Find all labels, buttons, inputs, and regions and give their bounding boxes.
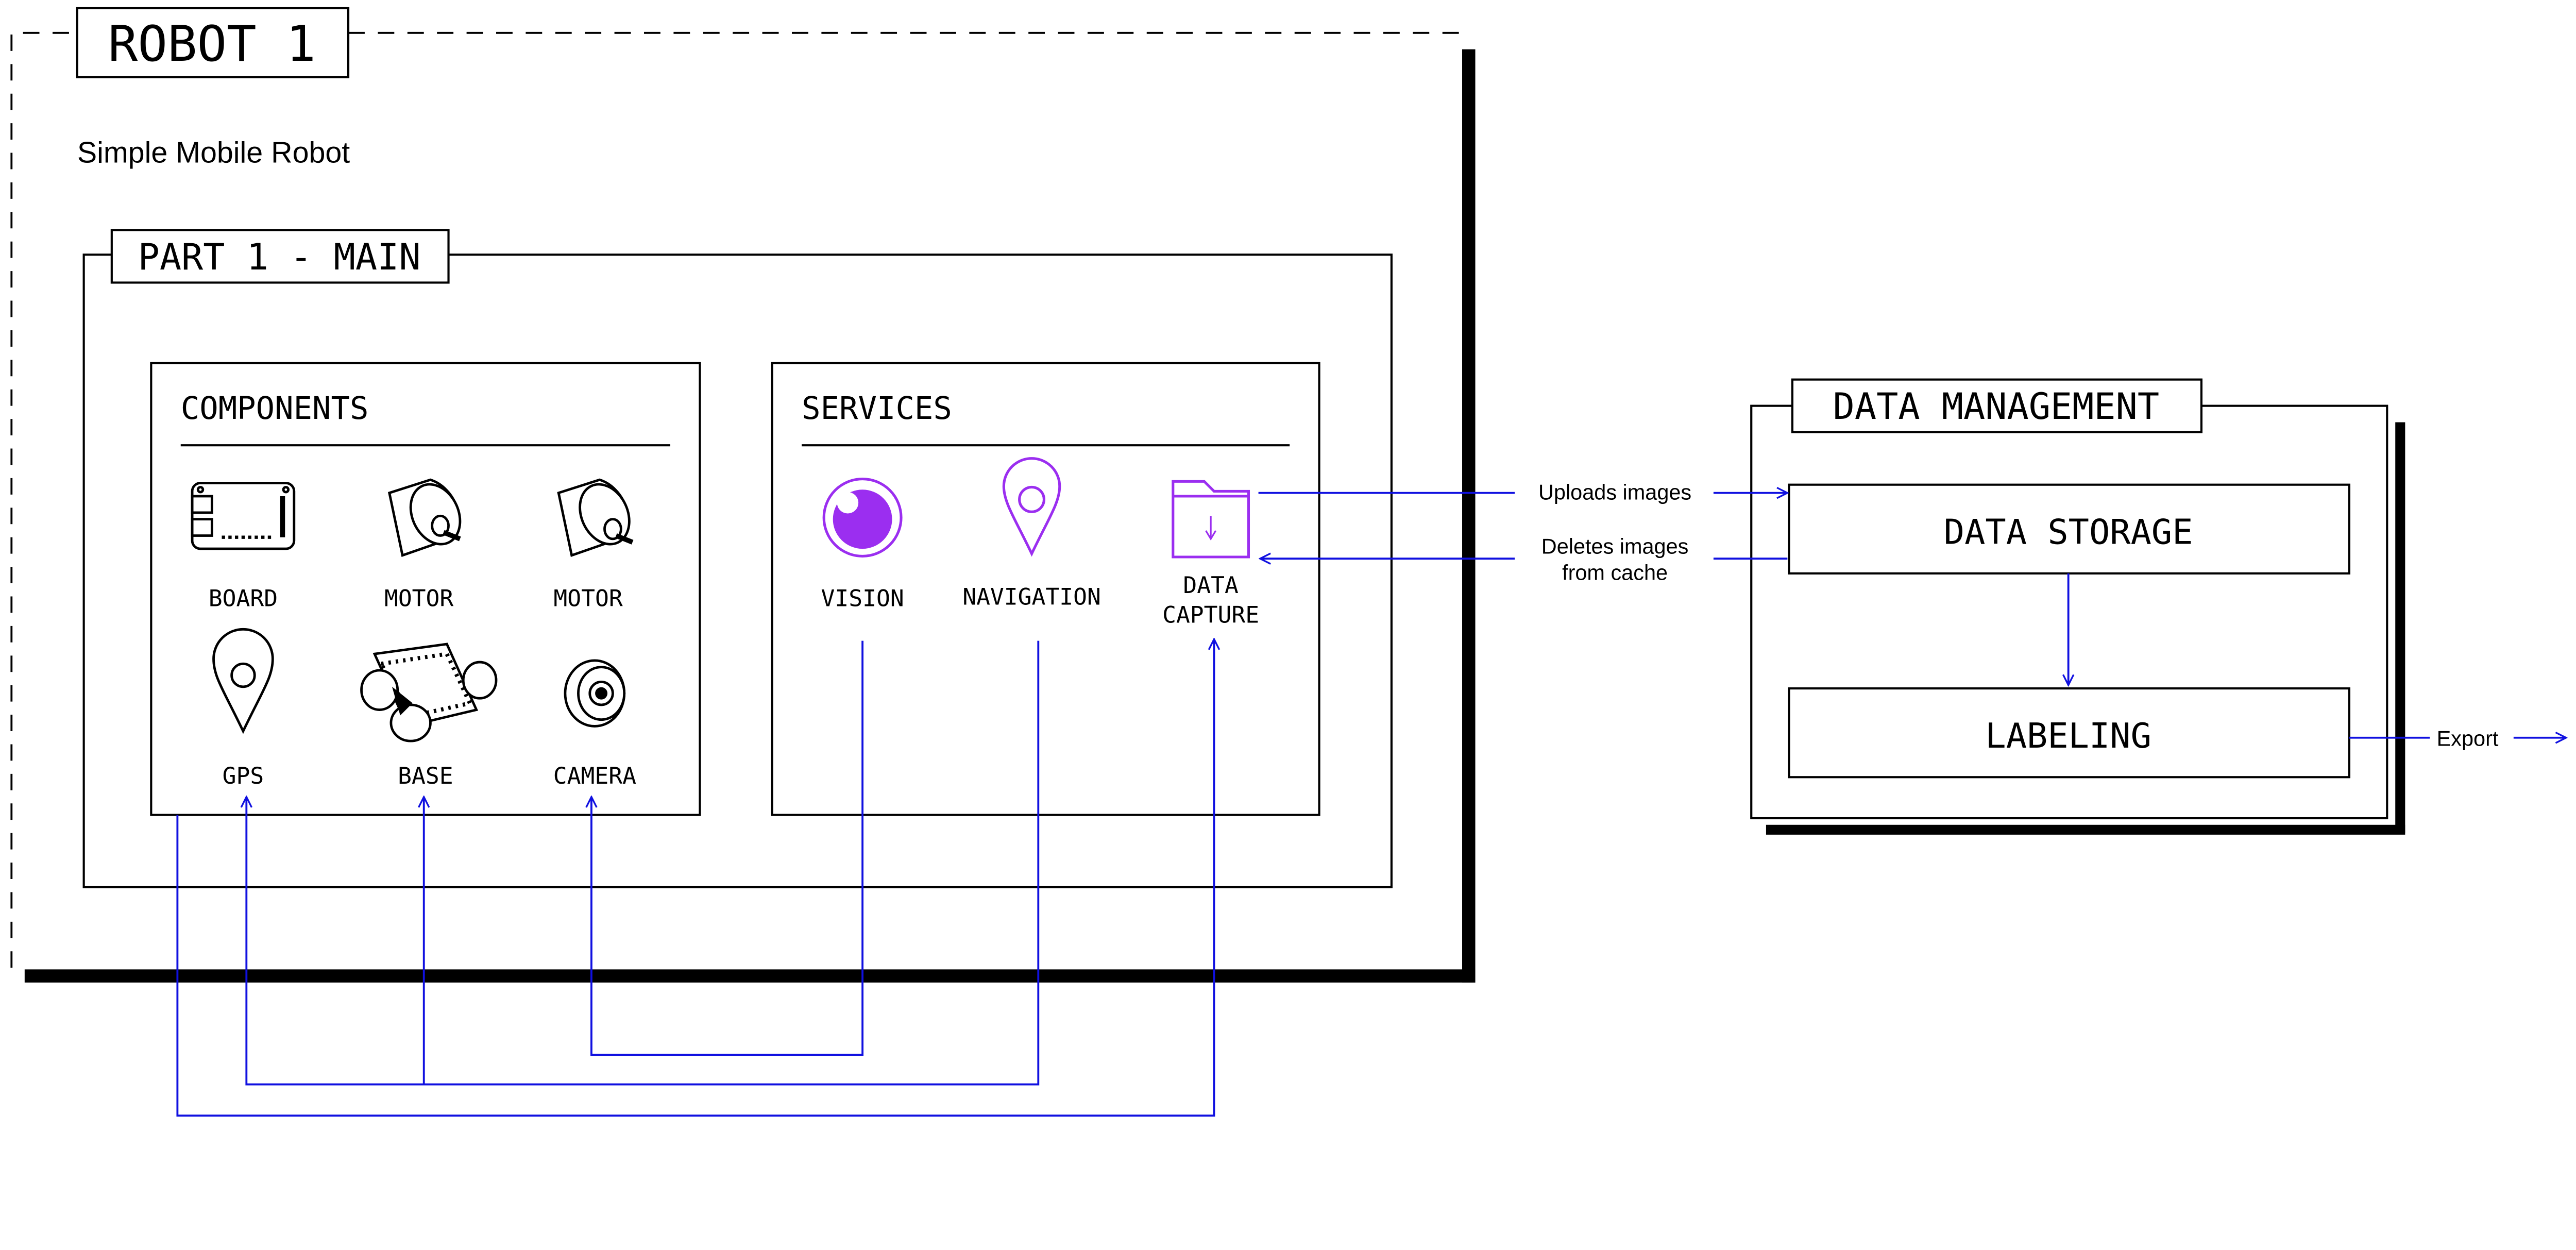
- motor-icon: [557, 478, 634, 557]
- robot-title-box: [76, 7, 350, 78]
- connectors: [176, 493, 2566, 1117]
- data-storage-label: DATA STORAGE: [1944, 512, 2193, 552]
- services-box: [771, 362, 1320, 816]
- vision-to-camera-connector: [591, 640, 864, 1056]
- robot-subtitle: Simple Mobile Robot: [77, 137, 350, 170]
- component-label-gps: GPS: [223, 763, 264, 789]
- service-label-data-capture: CAPTURE: [1162, 602, 1259, 629]
- camera-icon: [564, 659, 626, 728]
- robot-title: ROBOT 1: [108, 15, 316, 73]
- deletes-images-label: Deletes images: [1541, 534, 1689, 559]
- eye-icon: [822, 477, 903, 558]
- component-label-camera: CAMERA: [553, 763, 636, 789]
- components-title: COMPONENTS: [181, 391, 369, 427]
- components-to-data-capture-connector: [176, 639, 1214, 1117]
- part-title-box: [110, 229, 450, 284]
- data-storage-box: [1788, 483, 2351, 575]
- component-label-base: BASE: [398, 763, 453, 789]
- labeling-box: [1788, 687, 2351, 779]
- board-icon: [191, 482, 296, 550]
- data-management-title: DATA MANAGEMENT: [1833, 385, 2159, 428]
- data-management-panel: DATA MANAGEMENT DATA STORAGE LABELING: [1750, 378, 2405, 835]
- uploads-images-label: Uploads images: [1538, 480, 1691, 504]
- labeling-label: LABELING: [1985, 716, 2151, 756]
- gps-pin-icon: [212, 628, 274, 734]
- part-main: PART 1 - MAIN: [82, 229, 1393, 889]
- services-title: SERVICES: [802, 391, 952, 427]
- part-box: [82, 254, 1393, 889]
- deletes-images-label: from cache: [1562, 561, 1668, 585]
- component-label-motor: MOTOR: [384, 585, 453, 612]
- data-management-title-box: [1791, 378, 2203, 433]
- export-label: Export: [2437, 727, 2499, 751]
- robot-frame: ROBOT 1 Simple Mobile Robot: [10, 7, 1476, 983]
- data-management-shadow: [2395, 422, 2405, 833]
- service-label-vision: VISION: [821, 585, 904, 612]
- folder-download-icon: [1172, 480, 1250, 559]
- robot-architecture-diagram: ROBOT 1 Simple Mobile Robot PART 1 - MAI…: [10, 7, 2576, 1117]
- service-label-navigation: NAVIGATION: [962, 583, 1101, 610]
- service-label-data-capture: DATA: [1183, 572, 1239, 599]
- services-panel: SERVICES VISION NAVIGATION DATA CAPTURE: [771, 362, 1320, 816]
- robot-frame-shadow: [1462, 49, 1476, 983]
- component-label-motor: MOTOR: [553, 585, 622, 612]
- robot-frame-shadow: [24, 969, 1476, 983]
- data-management-shadow: [1766, 824, 2405, 835]
- component-label-board: BOARD: [209, 585, 278, 612]
- components-box: [150, 362, 701, 816]
- map-pin-icon: [1002, 457, 1061, 557]
- motor-icon: [387, 478, 462, 557]
- robot-frame-dashed-border: [10, 31, 1459, 970]
- base-icon: [360, 643, 498, 742]
- part-title: PART 1 - MAIN: [138, 236, 421, 278]
- components-panel: COMPONENTS: [150, 362, 701, 816]
- navigation-to-gps-connector: [246, 640, 1040, 1086]
